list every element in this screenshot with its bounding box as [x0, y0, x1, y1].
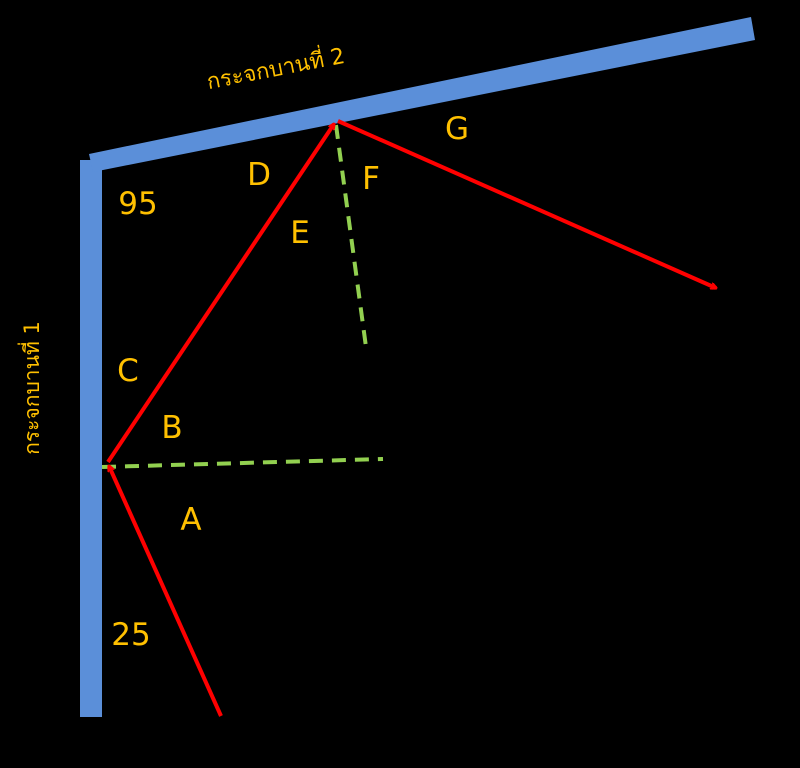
angle-label-b: B: [161, 410, 182, 446]
normal-line-mirror-1: [101, 457, 384, 469]
angle-label-a: A: [180, 502, 201, 538]
angle-label-f: F: [362, 161, 380, 197]
angle-label-c: C: [117, 353, 139, 389]
reflected-ray-1: [106, 124, 334, 464]
normal-line-mirror-2: [334, 124, 368, 348]
incident-ray: [107, 466, 223, 717]
angle-label-e: E: [290, 215, 310, 251]
angle-label-d: D: [247, 157, 271, 193]
mirror-1-label: กระจกบานที่ 1: [17, 321, 44, 455]
mirror-1: [80, 160, 102, 717]
angle-label-g: G: [445, 111, 469, 147]
mirror-2: [89, 17, 755, 172]
reflected-ray-2: [337, 119, 716, 290]
angle-95-label: 95: [118, 186, 157, 222]
angle-25-label: 25: [111, 617, 150, 653]
